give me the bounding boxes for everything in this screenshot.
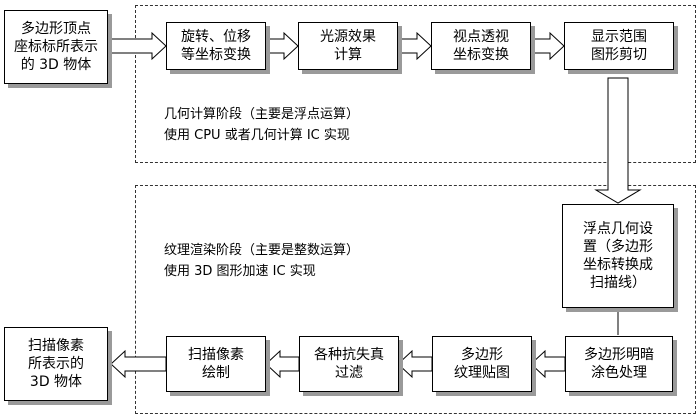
coordinate-transform-box: 旋转、位移 等坐标变换 <box>166 22 266 70</box>
float-setup-box: 浮点几何设 置（多边形 坐标转换成 扫描线） <box>562 204 674 308</box>
arrow-texture-to-filter <box>397 349 433 379</box>
raster-draw-box: 扫描像素 绘制 <box>166 336 266 392</box>
perspective-transform-box: 视点透视 坐标变换 <box>431 22 531 70</box>
arrow-lighting-to-perspective <box>397 31 432 61</box>
arrow-clipping-to-setup <box>594 77 642 204</box>
geometry-stage-impl: 使用 CPU 或者几何计算 IC 实现 <box>164 128 350 143</box>
arrow-input-to-rotate <box>107 31 167 61</box>
input-3d-object-box: 多边形顶点 座标标所表示 的 3D 物体 <box>4 10 108 84</box>
arrow-raster-to-output <box>110 349 167 379</box>
texture-mapping-box: 多边形 纹理贴图 <box>432 336 532 392</box>
render-stage-title: 纹理渲染阶段（主要是整数运算） <box>164 243 360 258</box>
arrow-perspective-to-clipping <box>530 31 565 61</box>
shading-box: 多边形明暗 涂色处理 <box>565 336 673 392</box>
arrow-filter-to-raster <box>265 349 300 379</box>
geometry-stage-region <box>135 5 696 163</box>
render-stage-impl: 使用 3D 图形加速 IC 实现 <box>164 264 316 279</box>
antialias-filter-box: 各种抗失真 过滤 <box>299 336 399 392</box>
output-3d-object-box: 扫描像素 所表示的 3D 物体 <box>4 327 108 401</box>
render-stage-region <box>135 185 696 414</box>
arrow-rotate-to-lighting <box>265 31 299 61</box>
clipping-box: 显示范围 图形剪切 <box>564 22 674 70</box>
geometry-stage-title: 几何计算阶段（主要是浮点运算） <box>164 107 360 122</box>
arrow-shading-to-texture <box>530 349 566 379</box>
lighting-calc-box: 光源效果 计算 <box>298 22 398 70</box>
